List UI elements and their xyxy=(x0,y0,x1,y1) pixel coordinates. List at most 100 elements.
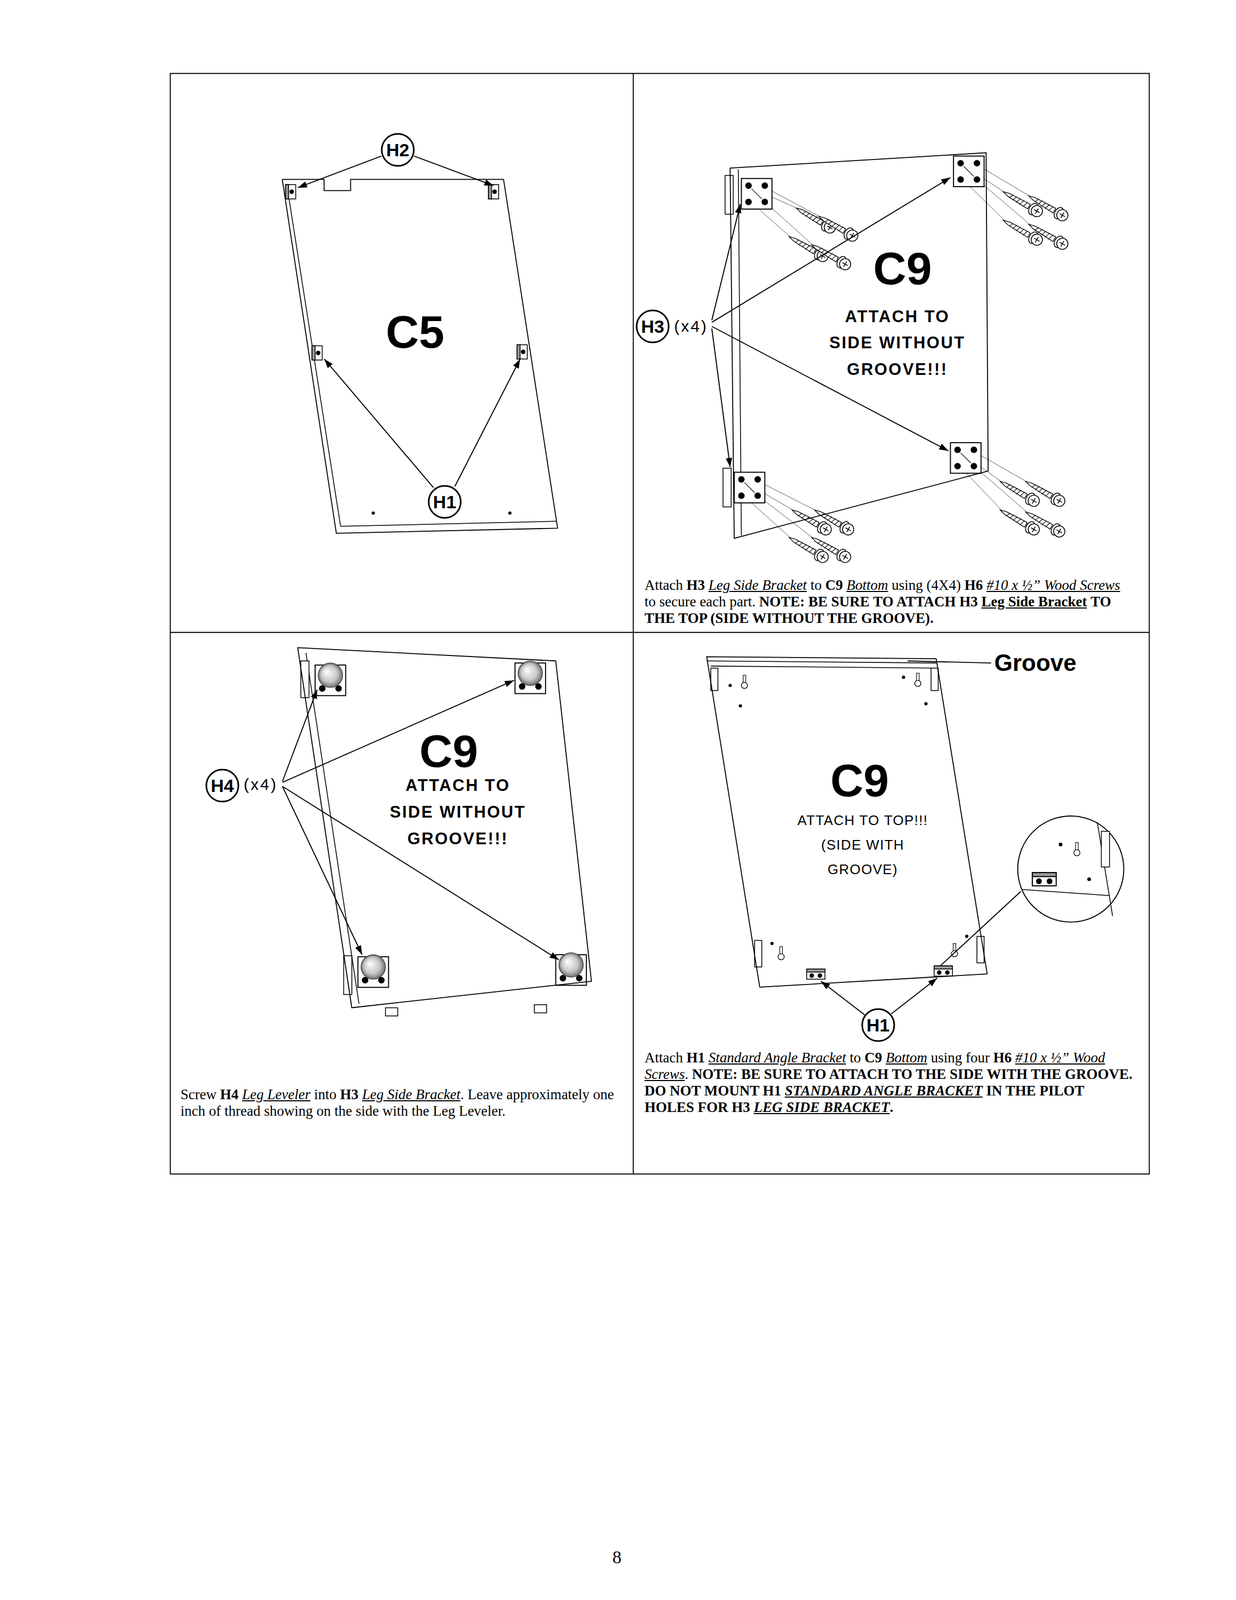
instruction-run: #10 x ½” Wood Screws xyxy=(986,576,1121,593)
panel-c9-levelers xyxy=(518,660,543,686)
panel-c9-top-detail xyxy=(770,942,774,945)
page-number: 8 xyxy=(612,1547,622,1567)
instruction-run: using four xyxy=(930,1049,990,1066)
instruction-run: H3 xyxy=(340,1086,359,1103)
panel-c9-brackets-screws xyxy=(997,476,1042,509)
panel-c9-top-detail xyxy=(1021,889,1110,896)
part-name: C5 xyxy=(385,308,445,355)
panel-c9-top-detail xyxy=(1032,872,1057,886)
quantity-note: (x4) xyxy=(673,318,709,335)
panel-c9-top-detail xyxy=(930,668,938,691)
panel-c9-levelers xyxy=(558,952,584,977)
panel-c9-brackets-screws xyxy=(789,504,834,537)
instruction-run: NOTE: BE SURE TO ATTACH H3 xyxy=(759,593,978,610)
callout-circle: H4 xyxy=(205,768,240,803)
panel-c9-top-detail xyxy=(739,704,742,708)
panel-c9-levelers xyxy=(300,652,587,1016)
text-holder: C9 xyxy=(830,757,889,804)
panel-c9-top-detail xyxy=(741,675,748,689)
leader-arrow xyxy=(282,689,318,782)
panel-outline xyxy=(290,640,600,1016)
leader-arrow xyxy=(413,156,494,186)
panel-c9-brackets-screws xyxy=(785,532,831,565)
instruction-run: Bottom xyxy=(885,1049,928,1066)
text-holder: Groove xyxy=(994,651,1077,675)
panel-c9-brackets-screws xyxy=(950,442,981,473)
panel-part: C9ATTACH TO SIDE WITHOUT GROOVE!!! xyxy=(290,640,600,1016)
panel-c9-top-detail xyxy=(965,934,969,938)
panel-c9-top-detail xyxy=(1097,821,1113,916)
text-holder: C9 xyxy=(419,727,479,774)
table-frame xyxy=(170,73,1150,1175)
panel-c9-top-detail xyxy=(1017,815,1125,922)
callout-circle: H2 xyxy=(380,132,415,167)
part-note: ATTACH TO SIDE WITHOUT GROOVE!!! xyxy=(384,772,531,852)
panel-outline xyxy=(275,171,563,539)
leader-arrow xyxy=(711,177,951,323)
callout-outline xyxy=(206,769,239,802)
panel-c9-brackets-screws xyxy=(1025,219,1071,252)
panel-c9-brackets-screws xyxy=(953,156,984,187)
panel-c9-top-detail xyxy=(1087,877,1091,881)
instruction-run: C9 xyxy=(825,576,844,593)
part-name: C9 xyxy=(419,727,479,774)
callout-number: H2 xyxy=(386,140,409,159)
callout-number: H3 xyxy=(640,317,664,336)
panel-c9-top-detail xyxy=(924,702,928,705)
panel-c9-brackets-screws xyxy=(1022,506,1068,540)
leader-arrow xyxy=(711,328,730,468)
leader-arrow xyxy=(282,680,515,783)
text-holder: 8 xyxy=(612,1547,622,1567)
guide-line xyxy=(756,480,817,511)
text-holder: C9 xyxy=(873,245,933,292)
instruction-text: Attach H1 Standard Angle Bracket to C9 B… xyxy=(644,1049,1135,1116)
instruction-text: Attach H3 Leg Side Bracket to C9 Bottom … xyxy=(644,576,1135,627)
table-frame xyxy=(170,631,1150,633)
panel-c9-levelers xyxy=(534,1004,547,1013)
panel-part: C9ATTACH TO TOP!!! (SIDE WITH GROOVE) xyxy=(699,648,996,995)
text-holder: C5 xyxy=(385,308,445,355)
part-name: C9 xyxy=(873,245,933,292)
panel-part: C5H1 xyxy=(275,171,563,539)
text-holder: (x4) xyxy=(243,776,278,793)
callout-outline xyxy=(862,1008,895,1041)
panel-outline xyxy=(729,153,989,539)
instruction-run: Leg Side Bracket xyxy=(708,576,807,593)
callout-circle: H1 xyxy=(427,484,462,519)
panel-c9-top-detail xyxy=(1058,843,1062,846)
panel-outline xyxy=(706,656,987,988)
instruction-run: H6 xyxy=(964,576,984,593)
instruction-run: using (4X4) xyxy=(891,576,961,593)
panel-c9-top-detail xyxy=(777,946,784,960)
instruction-run: H6 xyxy=(993,1049,1013,1066)
panel-c9-top-detail xyxy=(806,968,825,979)
panel-part: C9ATTACH TO SIDE WITHOUT GROOVE!!! xyxy=(721,146,996,545)
panel-c5-detail xyxy=(517,344,528,359)
panel-c9-levelers xyxy=(360,954,386,979)
text-holder: ATTACH TO SIDE WITHOUT GROOVE!!! xyxy=(824,302,971,383)
panel-c9-top-detail xyxy=(907,660,992,663)
part-name: C9 xyxy=(830,757,889,804)
panel-c9-brackets-screws xyxy=(815,211,861,244)
panel-c9-top-detail xyxy=(940,891,1021,967)
panel-c9-levelers xyxy=(385,1007,398,1016)
instruction-run: into xyxy=(314,1086,337,1103)
instruction-run: . xyxy=(684,1065,689,1082)
panel-c9-brackets-screws xyxy=(723,156,1071,566)
panel-c9-brackets-screws xyxy=(997,504,1042,537)
instruction-run: C9 xyxy=(864,1049,882,1066)
part-note: ATTACH TO SIDE WITHOUT GROOVE!!! xyxy=(824,302,971,383)
quantity-note: (x4) xyxy=(243,776,278,793)
instruction-run: H3 xyxy=(686,576,705,593)
leader-arrow xyxy=(297,156,382,188)
panel-outline xyxy=(297,647,592,1008)
panel-c9-brackets-screws xyxy=(723,468,732,508)
text-holder: (x4) xyxy=(673,318,709,335)
instruction-run: STANDARD ANGLE BRACKET xyxy=(784,1082,983,1099)
instruction-run: . xyxy=(889,1098,894,1115)
panel-c9-top-detail xyxy=(915,672,921,687)
text-holder: ATTACH TO SIDE WITHOUT GROOVE!!! xyxy=(384,772,531,852)
